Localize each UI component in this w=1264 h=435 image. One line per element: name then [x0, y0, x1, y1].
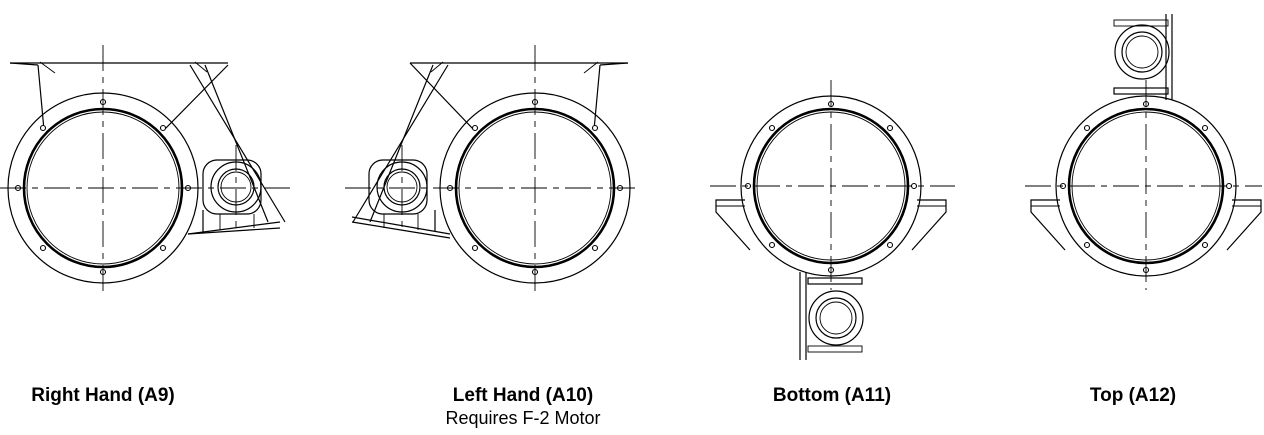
caption-a9: Right Hand (A9) [0, 385, 233, 407]
caption-a11: Bottom (A11) [702, 385, 962, 407]
a10-centerlines [345, 45, 640, 295]
a9-motor [187, 159, 281, 235]
a9-hopper [9, 61, 286, 223]
caption-a10-title: Left Hand (A10) [452, 385, 594, 406]
a9-centerlines [0, 45, 290, 295]
a12-centerlines [1025, 80, 1262, 290]
a11-motor [799, 272, 864, 360]
caption-a12: Top (A12) [1003, 385, 1263, 407]
view-a11-drawing [710, 80, 955, 360]
caption-a9-title: Right Hand (A9) [31, 385, 175, 406]
a12-motor [1113, 14, 1173, 100]
view-a12-drawing [1025, 14, 1262, 290]
a10-hopper [352, 61, 629, 223]
a11-centerlines [710, 80, 955, 290]
view-a10-drawing [345, 45, 640, 295]
view-a9-drawing [0, 45, 290, 295]
drawing-canvas [0, 14, 1262, 360]
caption-a11-title: Bottom (A11) [772, 385, 892, 406]
a11-side-brackets [715, 199, 947, 251]
caption-a12-title: Top (A12) [1089, 385, 1177, 406]
caption-a10-note: Requires F-2 Motor [445, 408, 601, 428]
caption-a10: Left Hand (A10) Requires F-2 Motor [393, 385, 653, 429]
a12-side-brackets [1030, 199, 1262, 251]
